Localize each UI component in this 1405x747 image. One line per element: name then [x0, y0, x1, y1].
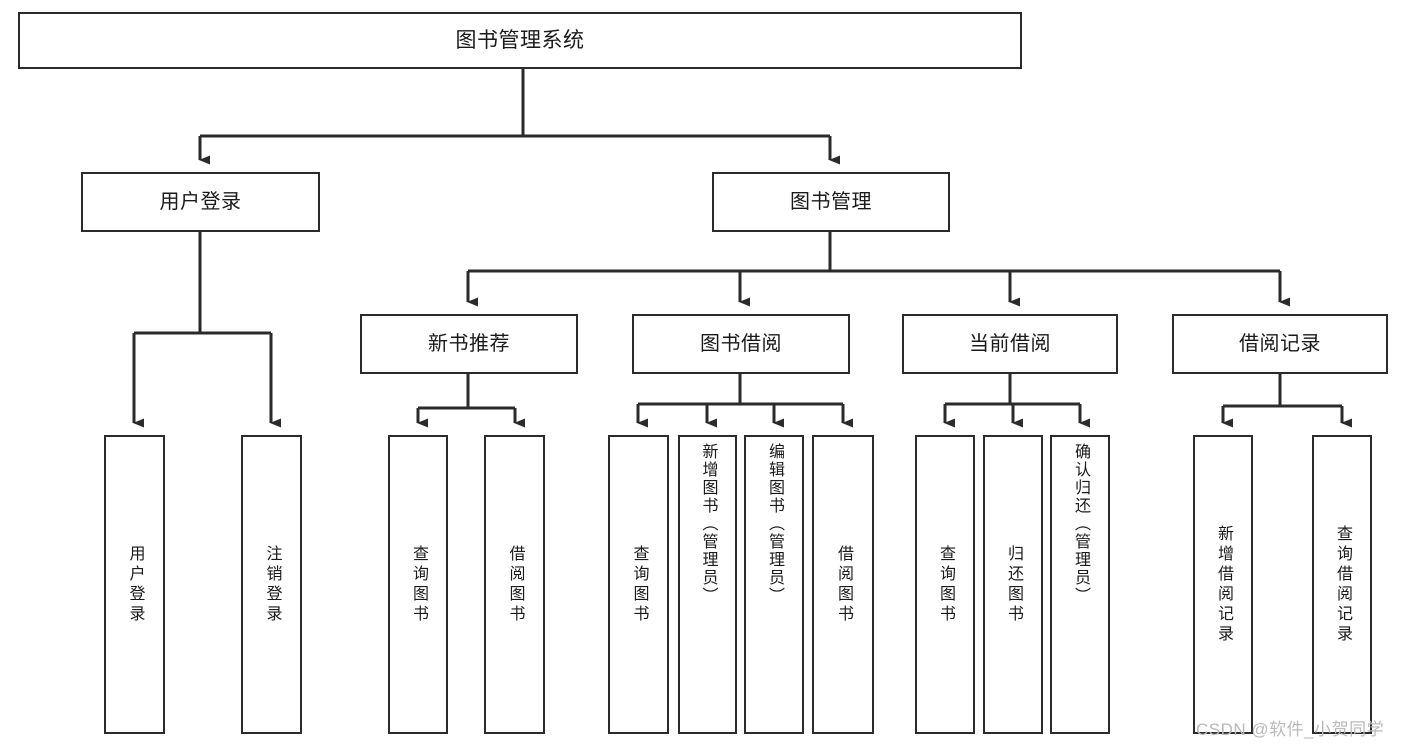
node-user-login[interactable]: 用户登录: [81, 172, 320, 232]
node-leaf-borrow-book-label: 借阅图书: [835, 544, 852, 625]
node-leaf-edit-book[interactable]: 编辑图书（管理员）: [744, 435, 804, 734]
node-user-login-label: 用户登录: [159, 190, 242, 213]
node-book-manage[interactable]: 图书管理: [712, 172, 950, 232]
edge-borrow-record-to-leaves: [1221, 374, 1352, 428]
node-leaf-query-borrow-record-label: 查询借阅记录: [1334, 524, 1351, 645]
node-new-book-recommend[interactable]: 新书推荐: [360, 314, 578, 374]
node-leaf-confirm-return[interactable]: 确认归还（管理员）: [1050, 435, 1110, 734]
node-book-borrow[interactable]: 图书借阅: [632, 314, 850, 374]
node-borrow-record[interactable]: 借阅记录: [1172, 314, 1388, 374]
node-leaf-borrow-book-recommend-label: 借阅图书: [506, 544, 524, 625]
node-leaf-query-book-recommend-label: 查询图书: [410, 544, 427, 625]
node-leaf-add-book-label: 新增图书（管理员）: [699, 443, 717, 605]
node-current-borrow[interactable]: 当前借阅: [902, 314, 1118, 374]
edge-new-book-recommend-to-leaves: [416, 374, 525, 428]
node-leaf-borrow-book[interactable]: 借阅图书: [812, 435, 874, 734]
node-leaf-query-book-current[interactable]: 查询图书: [915, 435, 975, 734]
node-leaf-edit-book-label: 编辑图书（管理员）: [766, 443, 783, 605]
node-borrow-record-label: 借阅记录: [1239, 332, 1321, 355]
node-leaf-return-book[interactable]: 归还图书: [983, 435, 1043, 734]
node-leaf-add-borrow-record-label: 新增借阅记录: [1215, 524, 1232, 645]
node-current-borrow-label: 当前借阅: [969, 332, 1051, 355]
edge-current-borrow-to-leaves: [943, 374, 1090, 428]
node-new-book-recommend-label: 新书推荐: [428, 332, 510, 355]
node-leaf-user-login[interactable]: 用户登录: [104, 435, 165, 734]
node-book-borrow-label: 图书借阅: [700, 332, 782, 355]
node-leaf-add-book[interactable]: 新增图书（管理员）: [678, 435, 737, 734]
node-leaf-query-borrow-record[interactable]: 查询借阅记录: [1312, 435, 1372, 734]
csdn-watermark: CSDN @软件_小贺同学: [1196, 720, 1385, 739]
edge-root-to-level2: [198, 69, 840, 165]
edge-book-borrow-to-leaves: [636, 374, 853, 428]
node-leaf-logout[interactable]: 注销登录: [241, 435, 302, 734]
node-root[interactable]: 图书管理系统: [18, 12, 1022, 69]
edge-user-login-to-leaves: [132, 232, 281, 428]
node-leaf-add-borrow-record[interactable]: 新增借阅记录: [1193, 435, 1253, 734]
node-leaf-logout-label: 注销登录: [263, 544, 281, 625]
node-book-manage-label: 图书管理: [790, 190, 872, 213]
node-leaf-return-book-label: 归还图书: [1005, 544, 1022, 625]
node-leaf-query-book-recommend[interactable]: 查询图书: [388, 435, 448, 734]
node-leaf-query-book-borrow-label: 查询图书: [630, 544, 648, 625]
node-leaf-borrow-book-recommend[interactable]: 借阅图书: [484, 435, 545, 734]
node-leaf-confirm-return-label: 确认归还（管理员）: [1072, 443, 1089, 605]
node-leaf-query-book-borrow[interactable]: 查询图书: [608, 435, 669, 734]
node-leaf-query-book-current-label: 查询图书: [937, 544, 954, 625]
node-leaf-user-login-label: 用户登录: [126, 544, 144, 625]
node-root-label: 图书管理系统: [455, 28, 585, 52]
edge-book-manage-to-level3: [466, 232, 1290, 307]
